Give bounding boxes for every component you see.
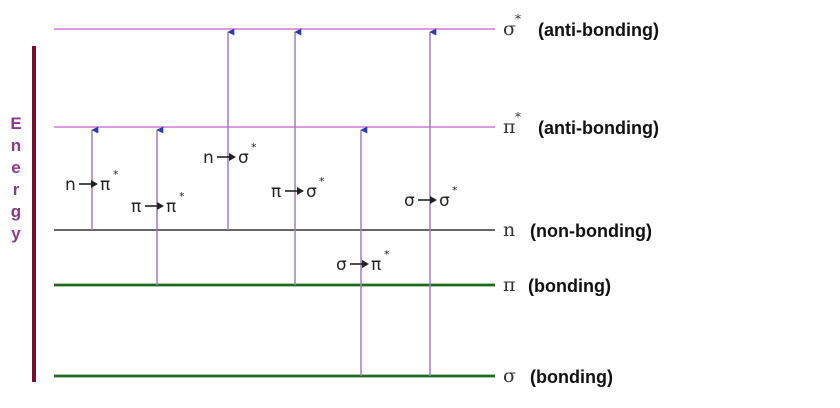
level-label-pi_star: (anti-bonding) [538, 118, 659, 138]
transition-to: π [166, 197, 176, 217]
transition-star: * [113, 168, 119, 181]
transition-arrow-head [157, 202, 164, 210]
transition-arrow-head [297, 187, 304, 195]
transition-star: * [384, 248, 390, 261]
transition-star: * [319, 175, 325, 188]
level-symbol-pi_star: π [503, 116, 516, 138]
level-label-pi: (bonding) [528, 276, 611, 296]
level-label-sigma_star: (anti-bonding) [538, 20, 659, 40]
transition-label-n_sigma_star: n σ* [203, 141, 257, 168]
energy-levels: σ*(anti-bonding)π*(anti-bonding)n(non-bo… [54, 12, 659, 387]
level-symbol-sigma_star: σ [503, 18, 516, 40]
transition-to: σ [238, 148, 249, 168]
transition-arrows [91, 28, 437, 376]
level-symbol-pi: π [503, 274, 516, 296]
transition-star: * [251, 141, 257, 154]
transition-label-sigma_pi_star: σ π* [336, 248, 390, 275]
transition-to: σ [306, 182, 317, 202]
transition-arrow-head [91, 180, 98, 188]
transition-from: σ [404, 191, 415, 211]
level-label-sigma: (bonding) [530, 367, 613, 387]
transition-from: π [271, 182, 281, 202]
transition-label-n_pi_star: n π* [65, 168, 119, 195]
transition-star: * [452, 184, 458, 197]
transition-to: σ [439, 191, 450, 211]
transition-arrow-head [229, 153, 236, 161]
transition-to: π [100, 175, 110, 195]
transition-from: π [131, 197, 141, 217]
transition-label-pi_sigma_star: π σ* [271, 175, 325, 202]
transition-arrow-head [362, 260, 369, 268]
energy-letter: y [11, 224, 21, 243]
level-symbol-n: n [503, 219, 515, 241]
transition-from: n [65, 175, 76, 195]
level-star-pi_star: * [515, 110, 521, 124]
energy-letter: E [10, 114, 21, 133]
energy-letter: g [11, 202, 21, 221]
transition-to: π [371, 255, 381, 275]
level-symbol-sigma: σ [503, 365, 516, 387]
energy-letter: n [11, 136, 21, 155]
transition-from: n [203, 148, 214, 168]
energy-letter: r [13, 180, 20, 199]
level-label-n: (non-bonding) [530, 221, 652, 241]
energy-letter: e [11, 158, 20, 177]
transition-from: σ [336, 255, 347, 275]
transition-star: * [179, 190, 185, 203]
transition-arrow-head [430, 196, 437, 204]
level-star-sigma_star: * [515, 12, 521, 26]
